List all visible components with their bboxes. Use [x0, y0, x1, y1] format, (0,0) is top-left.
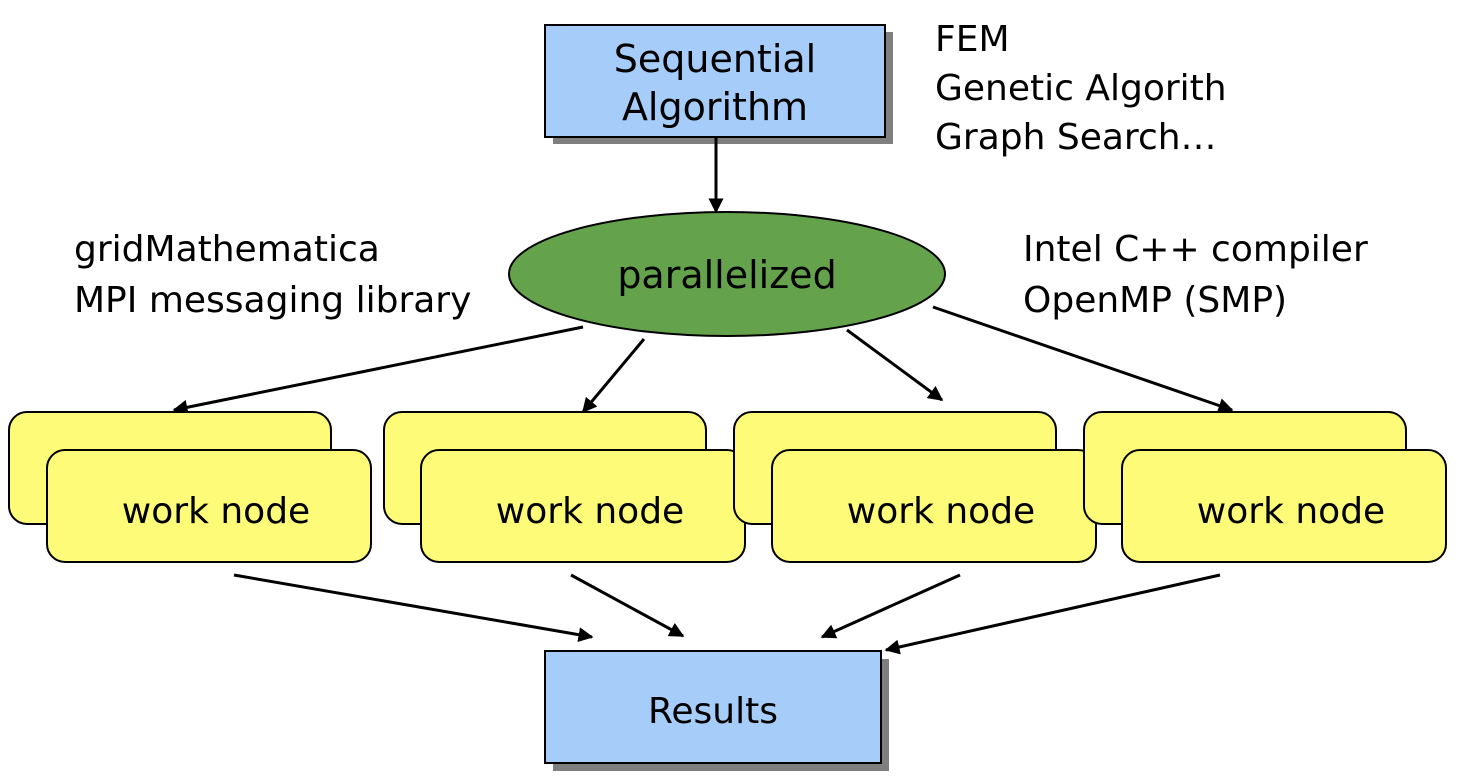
tool-intel-compiler: Intel C++ compiler [1023, 229, 1368, 270]
tool-gridmathematica: gridMathematica [74, 229, 380, 270]
work-node-4-front-card [1121, 449, 1447, 563]
arrow-parallel-to-node-3 [846, 328, 944, 402]
work-node-1-label: work node [122, 491, 310, 532]
example-genetic-algorithm: Genetic Algorith [935, 68, 1227, 109]
work-node-4-label: work node [1197, 491, 1385, 532]
work-node-1-front-card [46, 449, 372, 563]
arrow-parallel-to-node-4 [932, 305, 1234, 413]
parallelized-label: parallelized [617, 253, 836, 297]
tool-openmp: OpenMP (SMP) [1023, 280, 1287, 321]
work-node-group-2: work node [383, 411, 746, 563]
sequential-box-rect [544, 24, 886, 138]
results-box: Results [544, 650, 889, 771]
arrow-parallel-to-node-2 [581, 338, 646, 414]
sequential-algorithm-box: Sequential Algorithm [544, 24, 893, 144]
arrow-node-2-to-results [570, 573, 685, 638]
work-node-group-4: work node [1083, 411, 1447, 563]
arrow-node-3-to-results [820, 573, 961, 639]
work-node-3-label: work node [847, 491, 1035, 532]
sequential-box-line1: Sequential [614, 37, 816, 81]
work-node-group-3: work node [733, 411, 1097, 563]
sequential-box-line2: Algorithm [622, 85, 808, 129]
example-fem: FEM [935, 19, 1010, 60]
parallelized-ellipse-shape [508, 211, 946, 337]
example-graph-search: Graph Search… [935, 117, 1217, 158]
work-node-2-label: work node [496, 491, 684, 532]
arrow-node-4-to-results [884, 573, 1221, 655]
work-node-group-1: work node [8, 411, 372, 563]
results-box-rect [544, 650, 882, 764]
parallelized-ellipse: parallelized [508, 211, 946, 337]
arrow-parallel-to-node-1 [172, 325, 584, 415]
results-label: Results [648, 691, 778, 732]
tool-mpi-library: MPI messaging library [74, 280, 471, 321]
arrow-node-1-to-results [233, 573, 594, 643]
